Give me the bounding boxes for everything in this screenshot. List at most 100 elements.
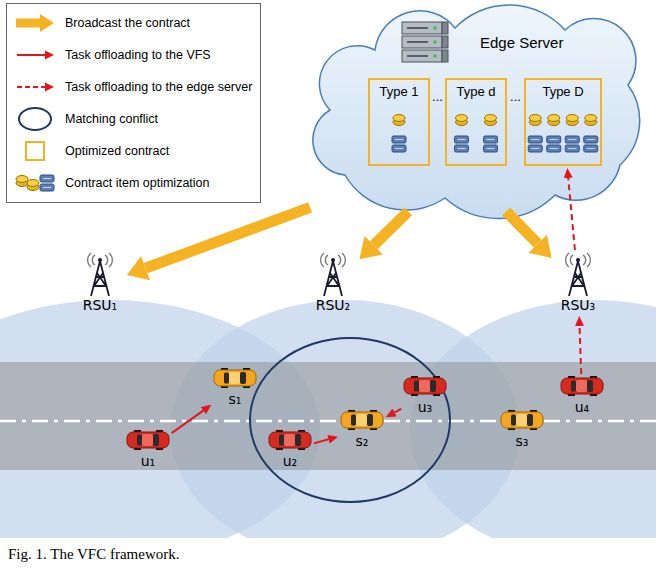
- legend-swatch: [13, 73, 57, 101]
- rear-window: [279, 435, 284, 446]
- road-centerline: [0, 420, 656, 423]
- vehicle-node: u₄: [560, 376, 604, 416]
- storage-unit: [528, 136, 542, 143]
- rsu-tower-icon: [85, 252, 115, 296]
- rear-window: [351, 415, 356, 426]
- car-body: [341, 412, 383, 428]
- tower-lattice: [569, 261, 587, 296]
- car-icon: [560, 376, 604, 396]
- contract-item-icons: [370, 106, 428, 164]
- coin: [585, 115, 597, 122]
- ellipsis-label-holder: ...: [510, 87, 521, 106]
- vehicle-node: u₂: [268, 430, 312, 470]
- legend-swatch: [13, 169, 57, 197]
- storage-highlight: [568, 148, 576, 149]
- car-body: [404, 378, 446, 394]
- server-icon: [402, 22, 448, 62]
- contract-type-box: Type D: [524, 78, 602, 166]
- cloud-outline: [313, 5, 640, 218]
- storage-highlight: [550, 148, 558, 149]
- windshield: [295, 434, 301, 446]
- legend-row: Matching conflict: [13, 103, 252, 135]
- coin: [485, 115, 497, 122]
- car-roof: [356, 414, 367, 426]
- storage-unit: [584, 145, 598, 152]
- storage-unit: [392, 136, 406, 143]
- road: [0, 362, 656, 470]
- car-body: [501, 412, 543, 428]
- car-icon: [213, 368, 257, 388]
- server-unit: [402, 50, 442, 62]
- storage-highlight: [550, 139, 558, 140]
- server-unit: [402, 22, 442, 34]
- radio-wave: [566, 253, 569, 267]
- storage-unit: [40, 175, 54, 182]
- caption-holder: Fig. 1. The VFC framework.: [8, 545, 180, 563]
- vehicle-node: u₁: [126, 430, 170, 470]
- storage-unit: [565, 136, 579, 143]
- rsu-label: RSU₂: [316, 296, 350, 314]
- broadcast-arrow: [374, 211, 409, 245]
- car-body: [269, 432, 311, 448]
- type-label: Type 1: [379, 83, 418, 101]
- rsu-label: RSU₃: [561, 296, 595, 314]
- car-roof: [576, 380, 587, 392]
- legend-row: Task offloading to the VFS: [13, 39, 252, 71]
- server-led: [433, 26, 437, 30]
- storage-unit: [584, 136, 598, 143]
- storage-unit: [565, 145, 579, 152]
- swatch-line: [17, 54, 46, 56]
- offload-arrow: [172, 411, 204, 434]
- coin: [16, 176, 28, 183]
- legend-text: Broadcast the contract: [65, 14, 190, 32]
- legend-row: Task offloading to the edge server: [13, 71, 252, 103]
- legend-text: Task offloading to the edge server: [65, 78, 252, 96]
- coin: [393, 115, 405, 122]
- rear-window: [414, 381, 419, 392]
- storage-highlight: [458, 148, 466, 149]
- storage-highlight: [43, 187, 51, 188]
- server-slot: [407, 41, 428, 43]
- figure-caption: Fig. 1. The VFC framework.: [8, 545, 180, 563]
- legend-swatch: [13, 105, 57, 133]
- storage-unit: [40, 184, 54, 191]
- contract-type-box: Type 1: [368, 78, 430, 166]
- vehicle-label: s₃: [516, 432, 529, 450]
- server-unit: [402, 36, 442, 48]
- legend-swatch: [13, 137, 57, 165]
- tower-lattice: [91, 261, 109, 296]
- cloud-shape: [312, 0, 646, 210]
- coin: [456, 115, 468, 122]
- server-side: [442, 50, 448, 62]
- storage-unit: [547, 145, 561, 152]
- storage-unit: [484, 136, 498, 143]
- car-icon: [403, 376, 447, 396]
- legend-text: Optimized contract: [65, 142, 169, 160]
- windshield: [367, 414, 373, 426]
- coin: [529, 115, 541, 122]
- rsu-tower-icon: [318, 252, 348, 296]
- car-icon: [500, 410, 544, 430]
- cloud-group: [313, 5, 640, 218]
- tower-lattice: [324, 261, 342, 296]
- windshield: [527, 414, 533, 426]
- swatch-line: [16, 19, 40, 28]
- legend-row: Broadcast the contract: [13, 7, 252, 39]
- radio-wave: [105, 255, 108, 265]
- coin: [27, 180, 39, 187]
- contract-item-icons: [526, 106, 600, 164]
- server-led: [433, 54, 437, 58]
- car-icon: [126, 430, 170, 450]
- server-led: [433, 40, 437, 44]
- storage-highlight: [531, 148, 539, 149]
- vehicle-node: u₃: [403, 376, 447, 416]
- swatch-head: [40, 14, 54, 32]
- storage-highlight: [531, 139, 539, 140]
- ellipsis-label: ...: [432, 88, 443, 106]
- type-label: Type d: [456, 83, 495, 101]
- rear-window: [571, 381, 576, 392]
- vehicle-label: u₂: [283, 452, 298, 470]
- radio-wave: [338, 255, 341, 265]
- server-side: [442, 36, 448, 48]
